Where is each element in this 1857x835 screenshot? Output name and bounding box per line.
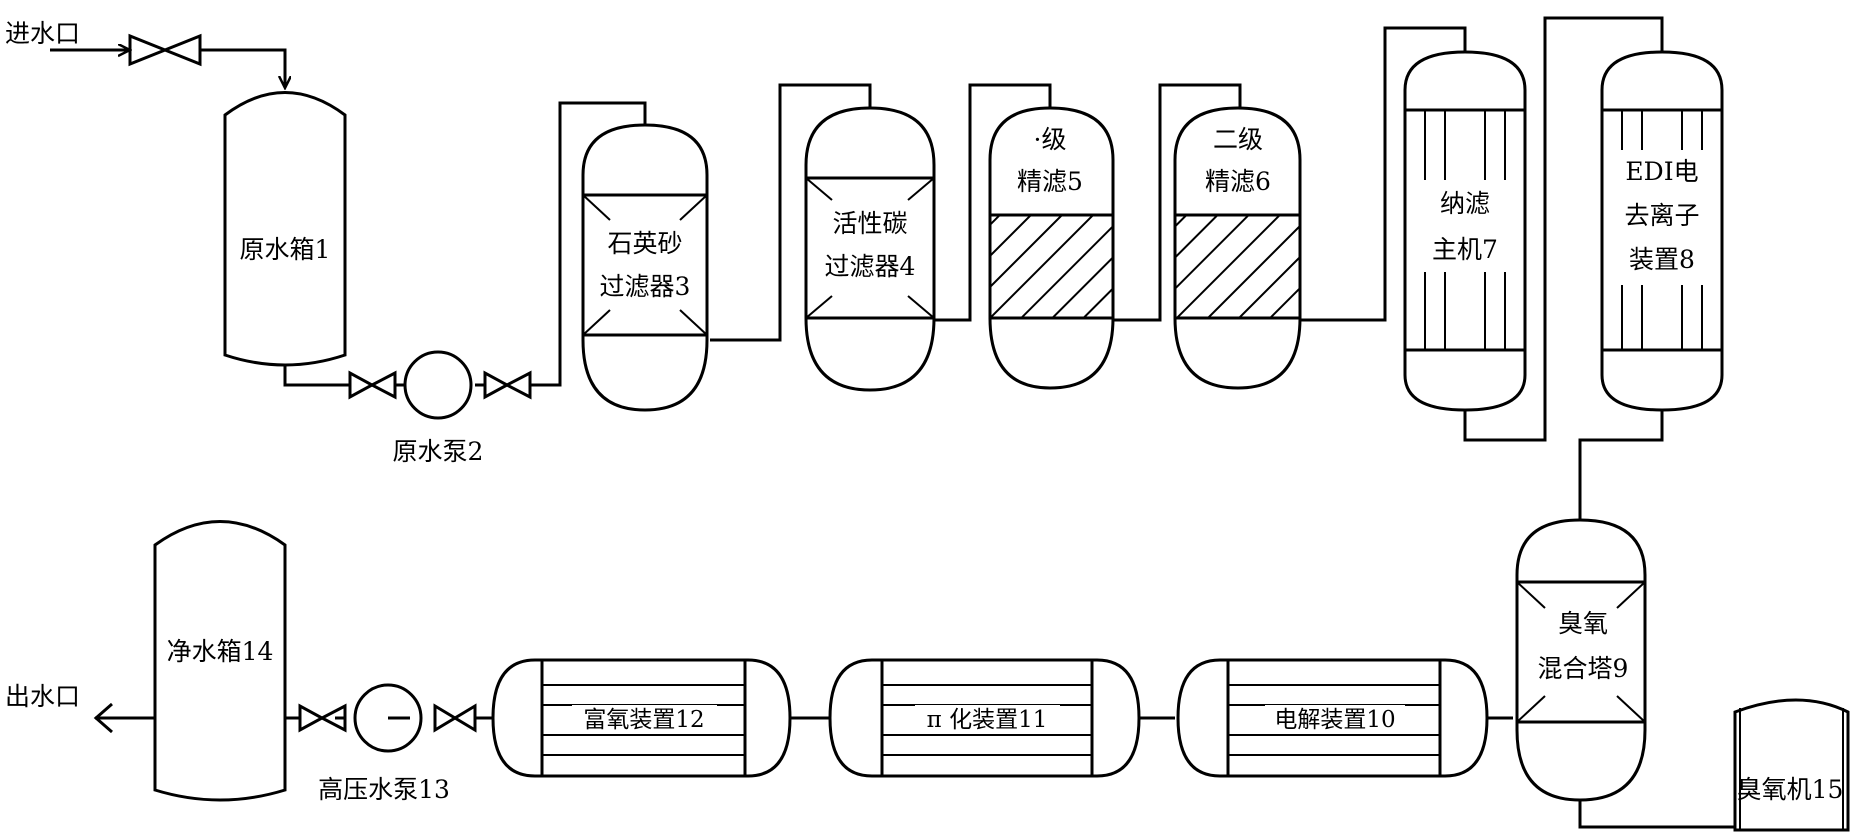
oxygen-label: 富氧装置12	[583, 707, 704, 733]
pipe-3-to-4	[710, 83, 872, 342]
ozone-mix-label-1: 臭氧	[1558, 609, 1608, 638]
inlet-label: 进水口	[5, 19, 80, 48]
fine1-label-2: 精滤5	[1017, 167, 1083, 196]
quartz-label-1: 石英砂	[607, 229, 682, 258]
pipe-5-to-6	[1110, 83, 1242, 322]
edi-label-2: 去离子	[1624, 201, 1699, 230]
ozone-mix-label-2: 混合塔9	[1538, 654, 1629, 683]
electrolysis-label-bg	[1265, 705, 1405, 733]
primary-fine-filter	[988, 106, 1115, 390]
fine2-label-2: 精滤6	[1205, 167, 1271, 196]
hp-pump-label: 高压水泵13	[318, 775, 450, 804]
raw-tank-label: 原水箱1	[240, 235, 331, 264]
edi-label-bg	[1612, 150, 1712, 285]
valve-pump2-inlet[interactable]	[348, 370, 397, 400]
electrolysis-label: 电解装置10	[1274, 707, 1395, 733]
raw-pump-label: 原水泵2	[393, 437, 484, 466]
pipe-pump-to-quartz	[530, 101, 647, 387]
pipe-6-to-7	[1295, 26, 1467, 322]
fine2-label-1: 二级	[1213, 125, 1263, 154]
fine1-label-1: ·级	[1034, 125, 1067, 154]
clean-water-tank	[153, 520, 287, 802]
valve-pump13-outlet[interactable]	[433, 703, 477, 733]
valve-pump2-outlet[interactable]	[483, 370, 532, 400]
ozone-mixing-tower	[1515, 518, 1647, 802]
valve-inlet[interactable]	[128, 33, 202, 67]
quartz-sand-filter	[581, 123, 709, 412]
clean-tank-label: 净水箱14	[167, 637, 274, 666]
outlet-arrow	[93, 702, 113, 734]
high-pressure-pump[interactable]	[353, 683, 423, 753]
quartz-label-2: 过滤器3	[600, 272, 691, 301]
nano-label-2: 主机7	[1432, 235, 1498, 264]
ozone-generator	[1733, 698, 1850, 832]
pi-label: π 化装置11	[927, 707, 1048, 733]
pipe-7-to-8	[1463, 16, 1664, 442]
edi-label-1: EDI电	[1625, 157, 1698, 186]
nano-label-1: 纳滤	[1440, 189, 1490, 218]
pipe-inlet-to-tank	[200, 48, 285, 88]
edi-label-3: 装置8	[1629, 245, 1695, 274]
outlet-label: 出水口	[5, 682, 80, 711]
carbon-label-2: 过滤器4	[825, 252, 916, 281]
nano-label-bg	[1418, 180, 1512, 272]
secondary-fine-filter	[1173, 106, 1302, 390]
carbon-label-1: 活性碳	[832, 209, 907, 238]
valve-pump13-inlet[interactable]	[298, 703, 347, 733]
raw-water-pump[interactable]	[403, 350, 473, 420]
oxygen-label-bg	[572, 705, 717, 733]
raw-water-tank	[223, 91, 347, 367]
pipe-4-to-5	[920, 83, 1052, 322]
pi-label-bg	[915, 705, 1060, 733]
activated-carbon-filter	[804, 106, 936, 392]
pipe-8-to-9	[1578, 410, 1664, 520]
ozone-gen-label: 臭氧机15	[1737, 775, 1844, 804]
